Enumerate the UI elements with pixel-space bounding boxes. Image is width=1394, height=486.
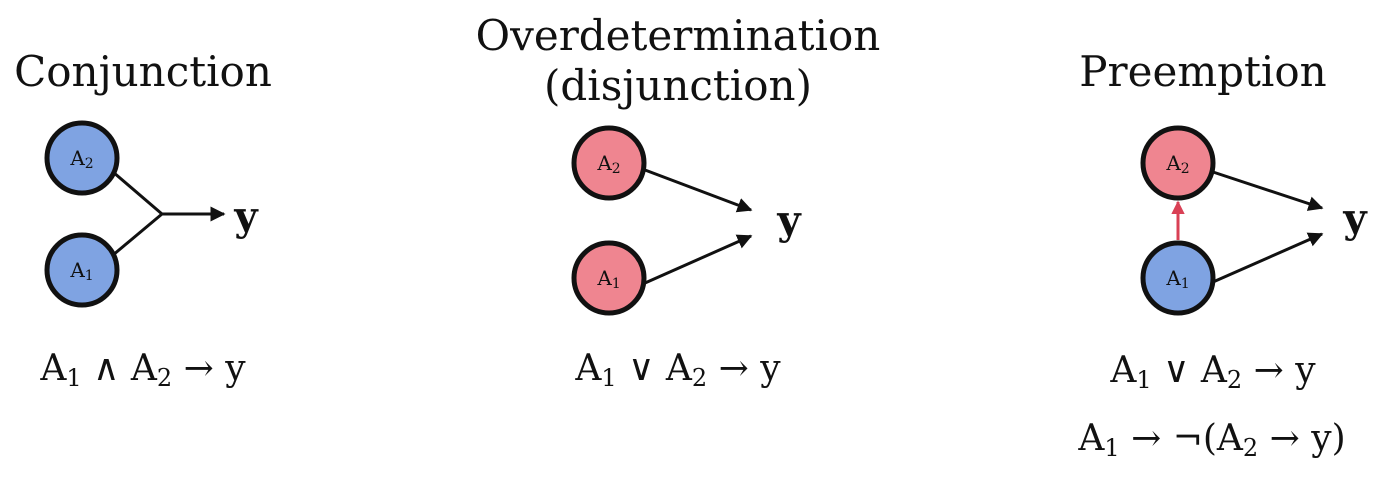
overdetermination-panel: Overdetermination (disjunction) A2 A1 y … bbox=[476, 11, 881, 392]
node-subscript: 1 bbox=[1181, 276, 1190, 292]
conjunction-node-a2: A2 bbox=[44, 120, 120, 196]
conjunction-title: Conjunction bbox=[14, 47, 272, 96]
svg-text:A1: A1 bbox=[596, 266, 620, 292]
preemption-formula-1: A1 ∨ A2 → y bbox=[1109, 350, 1316, 394]
overdetermination-node-a2: A2 bbox=[571, 125, 647, 201]
svg-text:A2: A2 bbox=[69, 146, 93, 172]
overdetermination-title-line2: (disjunction) bbox=[544, 61, 812, 110]
svg-text:A2: A2 bbox=[1165, 151, 1189, 177]
preemption-formula-2: A1 → ¬(A2 → y) bbox=[1077, 418, 1345, 462]
node-subscript: 1 bbox=[612, 276, 621, 292]
node-letter: A bbox=[69, 146, 85, 170]
conjunction-edge-a1 bbox=[112, 212, 163, 257]
conjunction-output-y: y bbox=[233, 193, 259, 240]
svg-text:A2: A2 bbox=[596, 151, 620, 177]
preemption-panel: Preemption A2 A1 y A1 ∨ A2 → y A1 → ¬(A2… bbox=[1077, 47, 1368, 462]
node-subscript: 1 bbox=[85, 268, 94, 284]
preemption-title: Preemption bbox=[1079, 47, 1326, 96]
node-letter: A bbox=[596, 266, 612, 290]
preemption-node-a1: A1 bbox=[1140, 240, 1216, 316]
node-letter: A bbox=[596, 151, 612, 175]
node-subscript: 2 bbox=[612, 161, 621, 177]
overdetermination-title-line1: Overdetermination bbox=[476, 11, 881, 60]
node-letter: A bbox=[1165, 151, 1181, 175]
svg-text:A1: A1 bbox=[69, 258, 93, 284]
overdetermination-formula: A1 ∨ A2 → y bbox=[574, 348, 781, 392]
node-letter: A bbox=[69, 258, 85, 282]
overdetermination-edge-a1 bbox=[644, 234, 753, 285]
conjunction-node-a1: A1 bbox=[44, 232, 120, 308]
node-subscript: 2 bbox=[1181, 161, 1190, 177]
overdetermination-output-y: y bbox=[776, 197, 802, 244]
preemption-node-a2: A2 bbox=[1140, 125, 1216, 201]
conjunction-panel: Conjunction A2 A1 y A1 ∧ A2 → y bbox=[14, 47, 272, 392]
node-letter: A bbox=[1165, 266, 1181, 290]
node-subscript: 2 bbox=[85, 156, 94, 172]
conjunction-formula: A1 ∧ A2 → y bbox=[39, 348, 246, 392]
preemption-edge-a2 bbox=[1212, 170, 1324, 211]
conjunction-edge-a2 bbox=[112, 170, 163, 216]
preemption-output-y: y bbox=[1342, 195, 1368, 242]
svg-text:A1: A1 bbox=[1165, 266, 1189, 292]
overdetermination-edge-a2 bbox=[644, 168, 753, 213]
overdetermination-node-a1: A1 bbox=[571, 240, 647, 316]
preemption-edge-a1 bbox=[1212, 232, 1324, 284]
